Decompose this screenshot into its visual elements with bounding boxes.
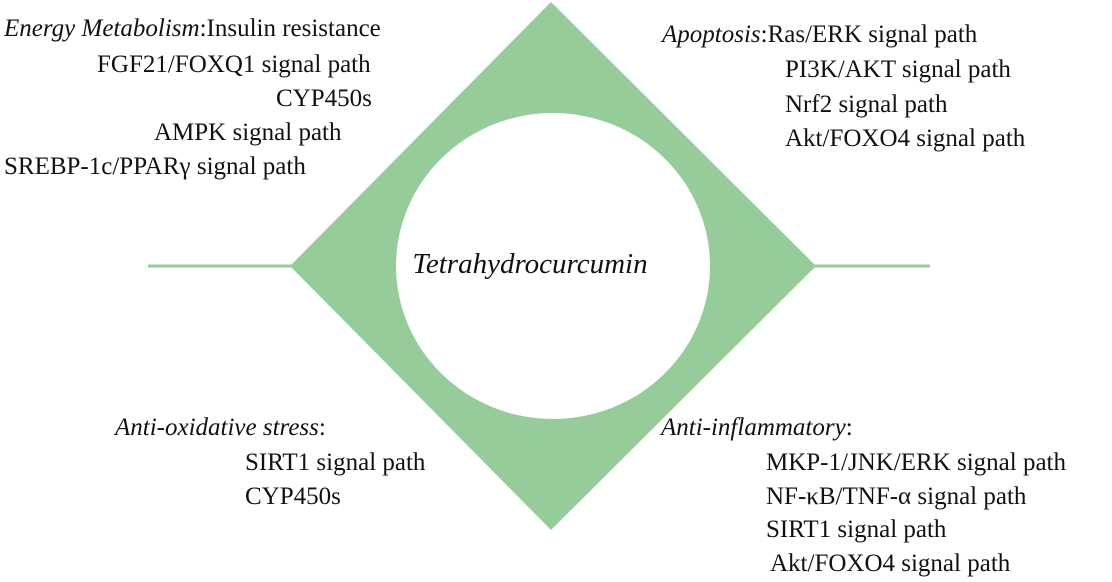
apoptosis-item: PI3K/AKT signal path <box>785 56 1011 83</box>
energy-item: CYP450s <box>276 85 372 112</box>
center-circle <box>396 113 710 419</box>
apoptosis-first-item: Ras/ERK signal path <box>767 21 978 48</box>
anti-inflammatory-header: Anti-inflammatory: <box>661 414 853 441</box>
apoptosis-item: Akt/FOXO4 signal path <box>785 125 1026 152</box>
apoptosis-heading: Apoptosis <box>662 21 761 48</box>
energy-first-item: Insulin resistance <box>206 15 381 42</box>
apoptosis-item: Nrf2 signal path <box>785 91 948 118</box>
energy-item: SREBP-1c/PPARγ signal path <box>4 153 306 180</box>
anti-oxidative-heading: Anti-oxidative stress <box>115 414 319 441</box>
energy-metabolism-heading: Energy Metabolism <box>4 15 200 42</box>
energy-item: AMPK signal path <box>154 119 342 146</box>
anti-oxidative-item: CYP450s <box>245 483 341 510</box>
anti-oxidative-item: SIRT1 signal path <box>245 449 426 476</box>
anti-inflammatory-heading: Anti-inflammatory <box>661 414 846 441</box>
anti-inflammatory-item: Akt/FOXO4 signal path <box>770 550 1011 577</box>
energy-item: FGF21/FOXQ1 signal path <box>97 51 371 78</box>
anti-inflammatory-item: MKP-1/JNK/ERK signal path <box>766 449 1066 476</box>
center-label-tetrahydrocurcumin: Tetrahydrocurcumin <box>412 248 648 280</box>
apoptosis-header: Apoptosis:Ras/ERK signal path <box>662 21 978 48</box>
anti-inflammatory-item: SIRT1 signal path <box>766 516 947 543</box>
anti-oxidative-header: Anti-oxidative stress: <box>115 414 326 441</box>
energy-metabolism-header: Energy Metabolism:Insulin resistance <box>4 15 381 42</box>
anti-inflammatory-item: NF-κB/TNF-α signal path <box>766 483 1027 510</box>
